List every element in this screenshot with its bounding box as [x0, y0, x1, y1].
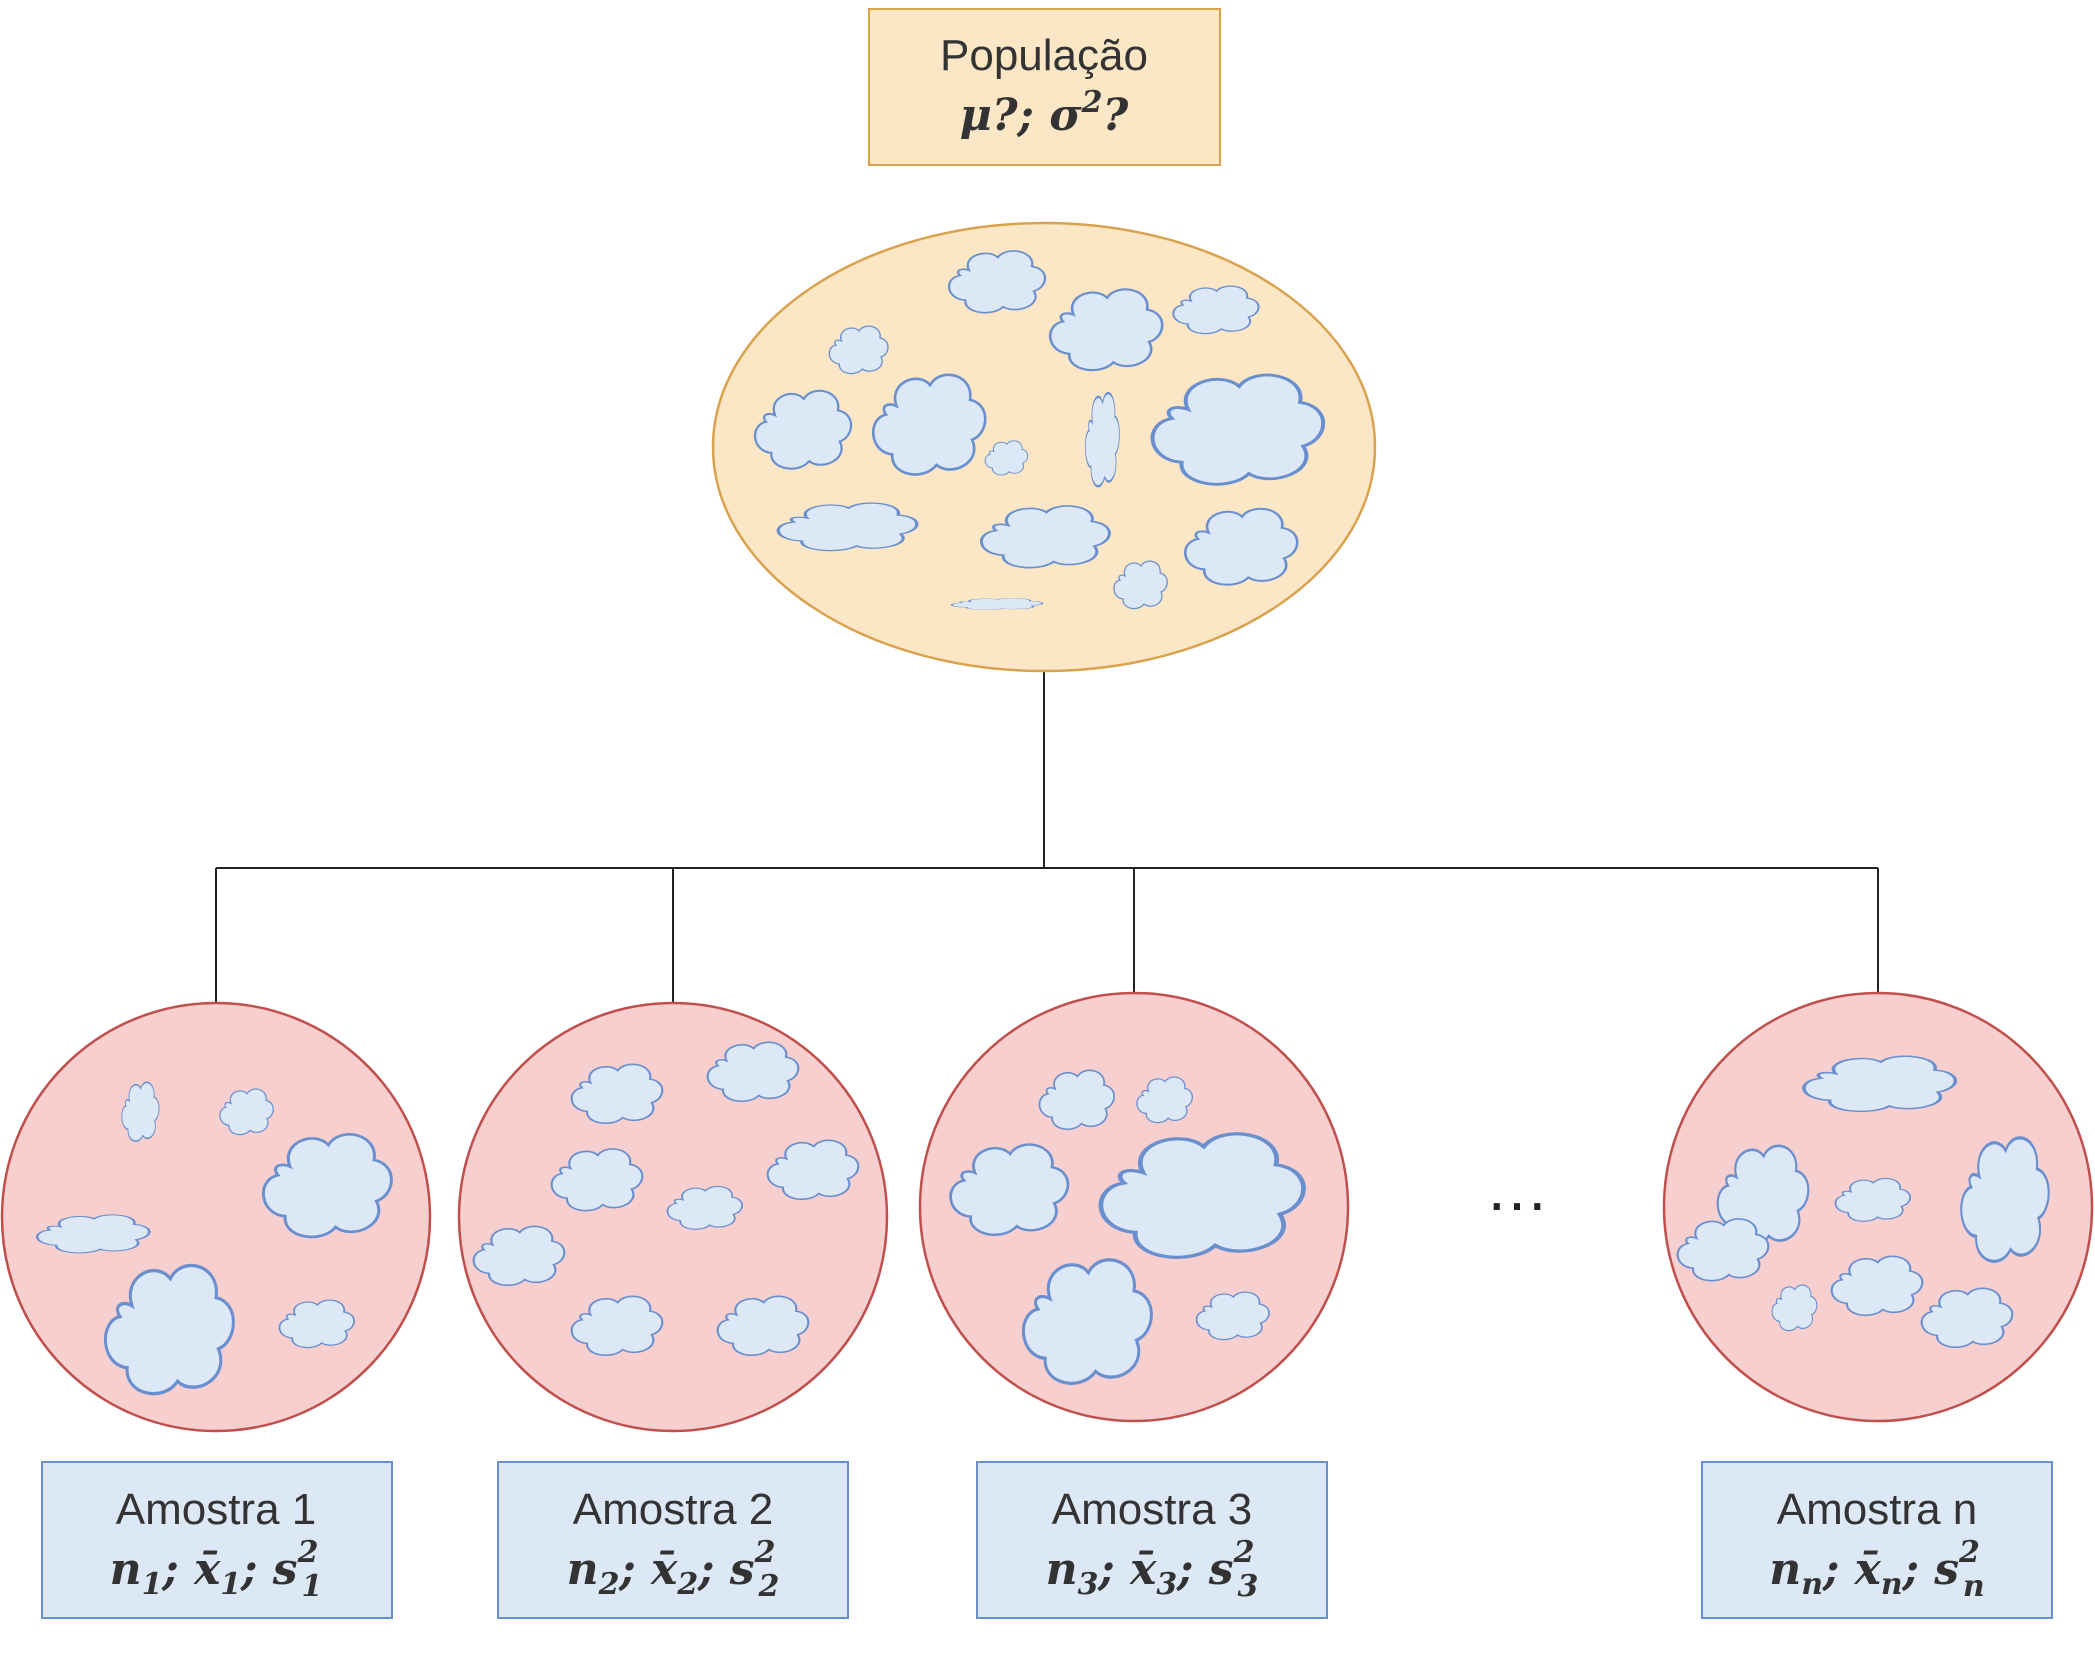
sample-title-3: Amostra 3	[1052, 1485, 1253, 1534]
sample-label-rect-3	[976, 1461, 1328, 1619]
sample-label-rect-2	[497, 1461, 849, 1619]
sample-title-1: Amostra 1	[116, 1485, 317, 1534]
population-params: μ?; σ2?	[960, 85, 1130, 141]
sample-label-rect-1	[41, 1461, 393, 1619]
sample-title-n: Amostra n	[1777, 1485, 1978, 1534]
population-label-box: População μ?; σ2?	[868, 8, 1221, 166]
sample-label-rect-n	[1701, 1461, 2053, 1619]
connector-lines	[215, 672, 1879, 1003]
sample-group-n	[1662, 991, 2094, 1423]
population-title: População	[940, 31, 1148, 80]
sample-group-1	[0, 1001, 432, 1433]
population-ellipse-group	[711, 221, 1377, 673]
sample-group-3	[918, 991, 1350, 1423]
ellipsis-more-samples: …	[1485, 1152, 1555, 1224]
sample-title-2: Amostra 2	[573, 1485, 774, 1534]
population-label-rect	[868, 8, 1221, 166]
sample-group-2	[457, 1001, 889, 1433]
